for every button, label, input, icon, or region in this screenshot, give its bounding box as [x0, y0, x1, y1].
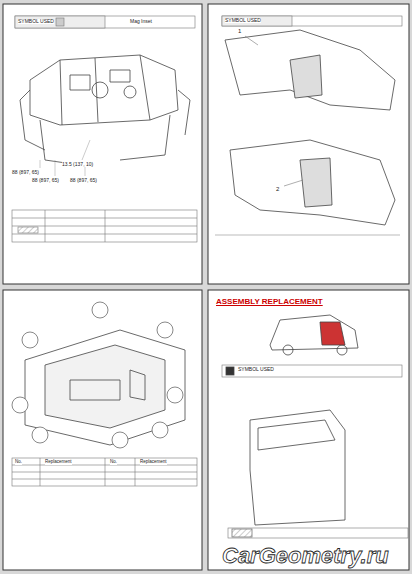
table-cell: Mag Inset: [130, 19, 152, 24]
torque-value: 13.5 (137, 10): [62, 162, 93, 167]
torque-value: 88 (897, 65): [70, 178, 97, 183]
table-heading: Replacement: [140, 460, 167, 465]
callout-number: 1: [238, 28, 241, 34]
table-heading: SYMBOL USED: [238, 367, 274, 372]
torque-value: 88 (897, 65): [12, 170, 39, 175]
watermark: CarGeometry.ru: [222, 545, 389, 567]
table-heading: SYMBOL USED: [18, 19, 54, 24]
table-heading: Replacement: [45, 460, 72, 465]
callout-number: 2: [276, 186, 279, 192]
table-heading: No.: [15, 460, 22, 465]
table-heading: No.: [110, 460, 117, 465]
section-heading: ASSEMBLY REPLACEMENT: [216, 298, 323, 306]
table-heading: SYMBOL USED: [225, 18, 261, 23]
torque-value: 88 (897, 65): [32, 178, 59, 183]
